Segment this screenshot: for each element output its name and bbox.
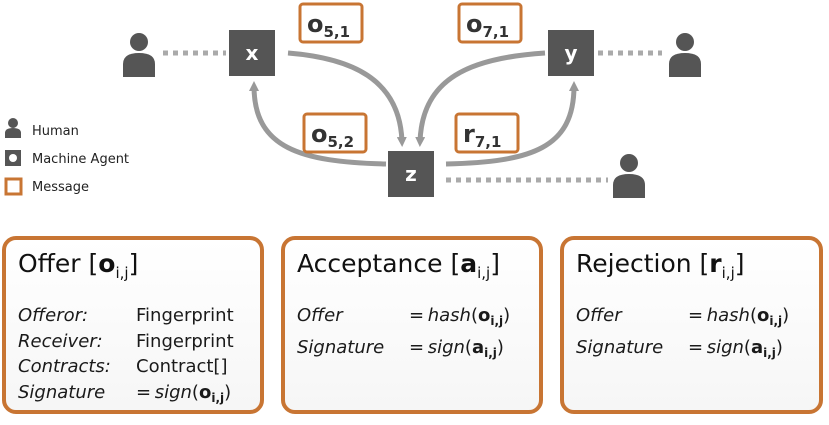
offer-row-contracts: Contracts: Contract[] xyxy=(18,356,228,377)
arrow-x-to-z xyxy=(287,50,407,147)
legend-message-label: Message xyxy=(32,180,89,195)
legend-human-label: Human xyxy=(32,124,79,139)
message-o71: o7,1 xyxy=(457,2,523,44)
message-o51: o5,1 xyxy=(298,2,364,44)
human-icon-y xyxy=(669,33,701,77)
agent-x-label: x xyxy=(246,41,259,65)
arrow-z-to-x xyxy=(249,81,387,167)
message-r71: r7,1 xyxy=(454,112,520,154)
agent-x-node xyxy=(229,30,275,76)
arrow-y-to-z xyxy=(415,50,546,147)
agent-z-label: z xyxy=(405,162,417,186)
svg-text:o7,1: o7,1 xyxy=(466,10,509,41)
human-icon-z xyxy=(613,154,645,198)
svg-text:o5,2: o5,2 xyxy=(311,120,354,151)
acceptance-row-signature: Signature = sign(ai,j) xyxy=(297,336,504,360)
legend-human-icon xyxy=(5,118,21,138)
message-o52: o5,2 xyxy=(302,112,368,154)
offer-card-title: Offer [oi,j] xyxy=(18,249,139,282)
svg-text:o5,1: o5,1 xyxy=(307,10,350,41)
acceptance-row-offer: Offer = hash(oi,j) xyxy=(297,305,511,328)
offer-row-receiver: Receiver: Fingerprint xyxy=(18,330,234,352)
legend: Human Machine Agent Message xyxy=(4,118,129,196)
acceptance-card: Acceptance [ai,j] Offer = hash(oi,j) Sig… xyxy=(281,236,543,414)
arrow-z-to-y xyxy=(445,81,579,167)
flow-diagram: x y z o5,1 o7,1 o5,2 r7,1 Human xyxy=(4,2,701,198)
legend-agent-label: Machine Agent xyxy=(32,152,129,167)
agent-z-node xyxy=(388,151,434,197)
legend-agent-icon xyxy=(5,150,21,166)
offer-row-offeror: Offeror: Fingerprint xyxy=(18,305,234,326)
agent-y-label: y xyxy=(564,41,577,65)
offer-card: Offer [oi,j] Offeror: Fingerprint Receiv… xyxy=(2,236,264,414)
human-icon-x xyxy=(123,33,155,77)
rejection-card: Rejection [ri,j] Offer = hash(oi,j) Sign… xyxy=(560,236,823,414)
acceptance-card-title: Acceptance [ai,j] xyxy=(297,249,500,282)
rejection-card-title: Rejection [ri,j] xyxy=(576,249,745,282)
agent-y-node xyxy=(548,30,594,76)
svg-text:r7,1: r7,1 xyxy=(463,120,501,151)
offer-row-signature: Signature = sign(oi,j) xyxy=(18,381,232,405)
rejection-row-offer: Offer = hash(oi,j) xyxy=(576,305,790,328)
legend-message-icon xyxy=(4,177,23,196)
rejection-row-signature: Signature = sign(ai,j) xyxy=(576,336,783,360)
